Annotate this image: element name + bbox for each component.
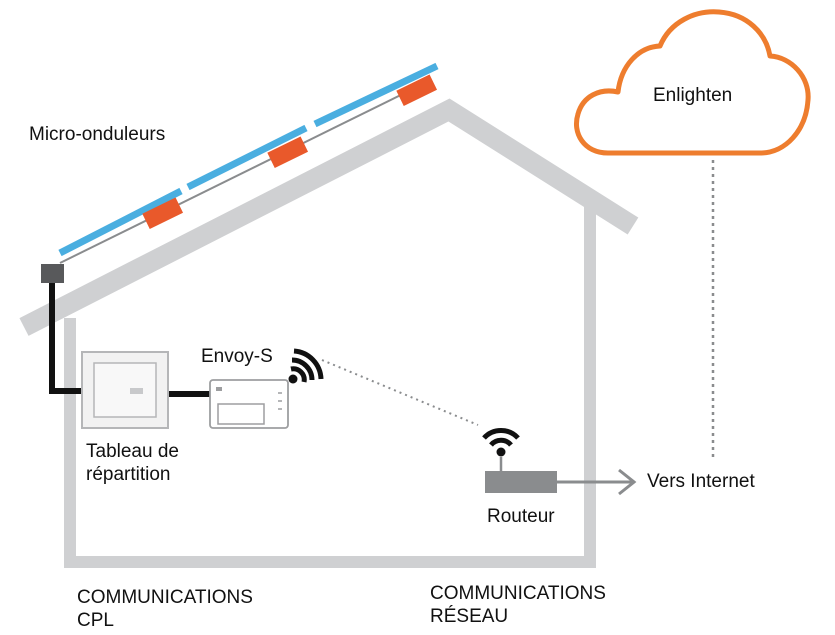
junction-box	[41, 264, 64, 283]
cpl-cable	[49, 283, 82, 394]
router-wifi-icon	[482, 428, 520, 457]
panel-label-line2: répartition	[86, 464, 171, 485]
comm-net-line2: RÉSEAU	[430, 606, 509, 627]
panel-label-line1: Tableau de	[86, 441, 179, 462]
envoy-device	[209, 379, 289, 429]
internet-arrow-head	[618, 468, 637, 496]
distribution-board	[81, 351, 169, 429]
house-walls	[64, 207, 596, 568]
comm-net-line1: COMMUNICATIONS	[430, 583, 606, 604]
wireless-link	[321, 359, 479, 426]
cloud-label: Enlighten	[653, 85, 733, 106]
inverter-wire	[59, 82, 426, 264]
router-label: Routeur	[487, 506, 555, 527]
router-box	[485, 471, 557, 493]
house-roof	[19, 98, 639, 336]
envoy-label: Envoy-S	[201, 346, 273, 367]
micro-inverters-label: Micro-onduleurs	[29, 124, 166, 145]
comm-cpl-line2: CPL	[77, 610, 114, 631]
envoy-wifi-icon	[288, 348, 324, 384]
internet-label: Vers Internet	[647, 471, 755, 492]
enlighten-cloud	[574, 9, 811, 156]
comm-cpl-line1: COMMUNICATIONS	[77, 587, 253, 608]
micro-inverters	[142, 74, 438, 229]
solar-panels	[58, 62, 439, 257]
